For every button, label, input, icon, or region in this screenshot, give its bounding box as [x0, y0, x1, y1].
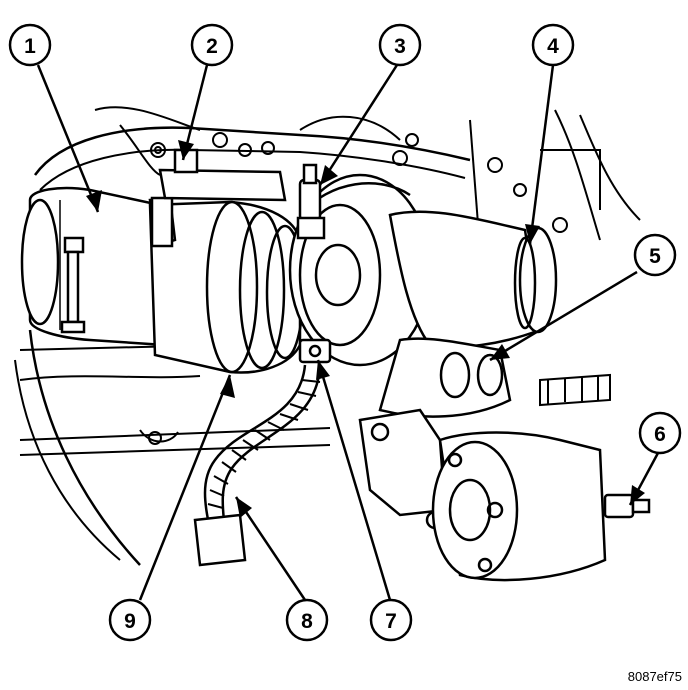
svg-text:7: 7 [385, 610, 397, 633]
figure-code: 8087ef75 [627, 669, 682, 684]
arrowhead-9 [220, 375, 235, 398]
leader-line-9 [138, 374, 232, 601]
leader-line-8 [234, 496, 307, 601]
leader-line-7 [316, 359, 392, 601]
exhaust-brake-housing [358, 408, 607, 582]
svg-text:2: 2 [206, 35, 218, 58]
svg-text:6: 6 [654, 423, 666, 446]
arrowhead-2 [178, 140, 194, 160]
intake-hose [20, 186, 167, 347]
callout-8: 8 [285, 598, 329, 642]
callout-6: 6 [638, 411, 682, 455]
callout-9: 9 [108, 598, 152, 642]
svg-text:9: 9 [124, 610, 136, 633]
svg-text:4: 4 [547, 35, 559, 58]
callout-3: 3 [378, 23, 422, 67]
arrowhead-1 [86, 190, 102, 212]
arrowhead-7 [316, 360, 330, 380]
leader-line-5 [489, 270, 638, 362]
leader-line-4 [528, 64, 555, 245]
callout-5: 5 [633, 233, 677, 277]
arrowhead-8 [236, 497, 252, 518]
oil-drain-fitting [298, 338, 332, 364]
arrowhead-3 [320, 165, 338, 185]
callout-4: 4 [531, 23, 575, 67]
compressor-inlet-tube [148, 196, 305, 374]
svg-text:3: 3 [394, 35, 406, 58]
svg-text:8: 8 [301, 610, 313, 633]
arrowhead-4 [525, 224, 540, 244]
callout-2: 2 [190, 23, 234, 67]
exhaust-elbow [378, 337, 512, 418]
svg-text:1: 1 [24, 35, 36, 58]
leader-line-1 [36, 64, 100, 213]
top-bolts [150, 132, 568, 233]
callouts: 1 2 3 4 5 6 7 8 [8, 23, 682, 642]
upper-bracket [158, 148, 287, 202]
oil-drain-hose [193, 364, 322, 567]
leader-line-3 [318, 64, 399, 186]
arrowhead-5 [490, 344, 510, 360]
sensor-connector [603, 493, 651, 519]
callout-7: 7 [369, 598, 413, 642]
svg-text:5: 5 [649, 245, 661, 268]
arrowhead-6 [630, 485, 645, 505]
callout-1: 1 [8, 23, 52, 67]
oil-supply-fitting [296, 163, 326, 240]
leader-arrowheads [86, 140, 645, 518]
engine-background [14, 106, 641, 566]
